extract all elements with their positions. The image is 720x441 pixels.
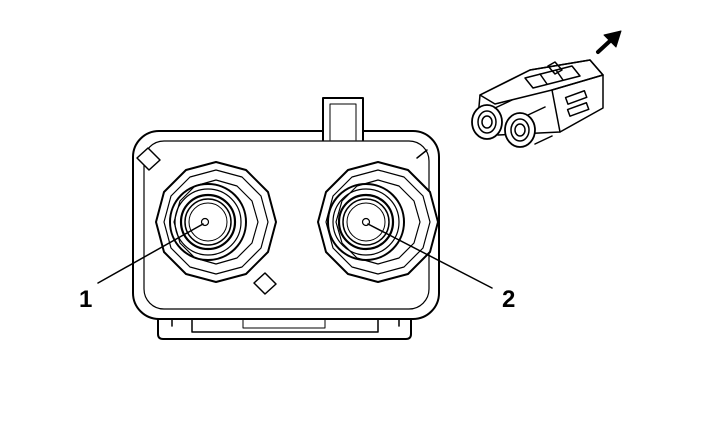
callout-1: 1 [79,223,204,313]
callout-1-leader [97,223,204,284]
callout-2-leader [367,223,493,289]
connector-3d-inset [471,59,604,148]
direction-arrow-icon [596,30,622,54]
callout-2-label: 2 [502,286,515,313]
callout-2: 2 [367,223,515,313]
left-port [155,161,277,283]
right-port [317,161,439,283]
connector-front-view [132,97,440,340]
callout-1-label: 1 [79,286,92,313]
